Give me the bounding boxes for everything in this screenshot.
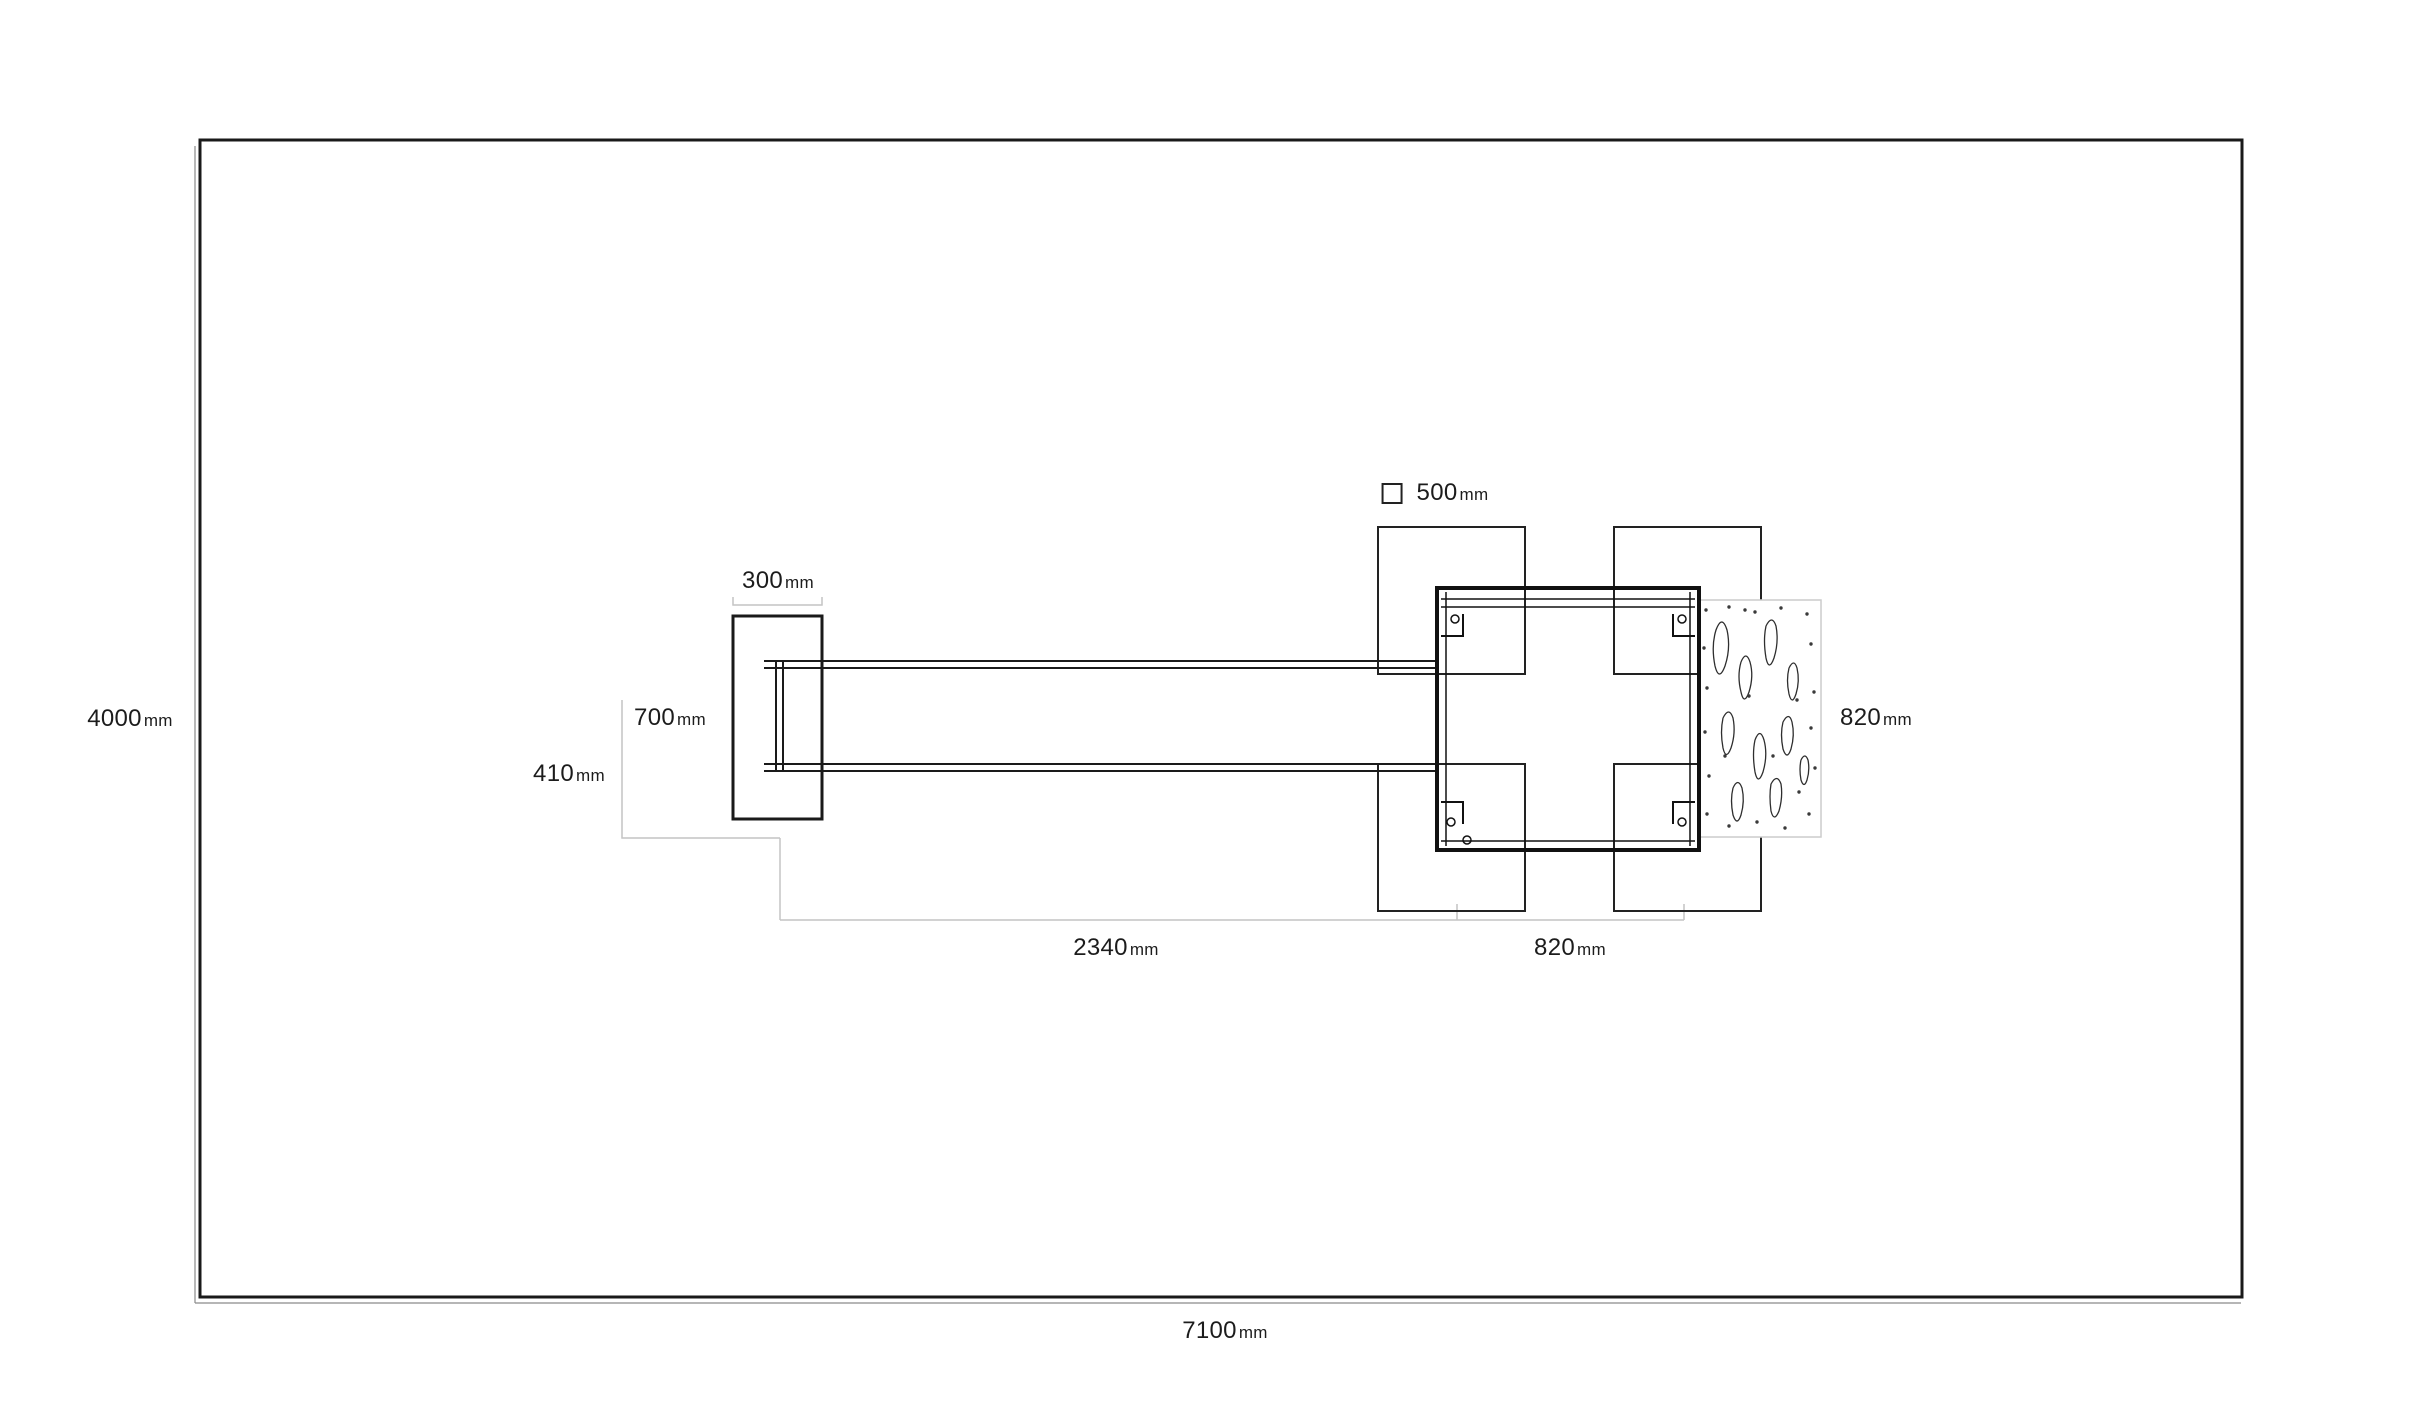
dim-value: 4000 [87,705,142,732]
dim-bracket-300 [732,597,823,606]
grain-dots [1702,605,1817,830]
base-frame-outline [1435,586,1701,852]
dim-value: 300 [742,567,784,594]
rails [764,660,1437,772]
base-frame-corner-brackets [1441,614,1695,824]
support-pads [1377,526,1762,912]
left-anchor-block [731,614,824,821]
base-frame [1435,586,1701,852]
dim-unit: mm [677,710,706,729]
dim-unit: mm [143,711,173,730]
dim-value: 820 [1534,934,1576,961]
dim-value: 500 [1416,479,1458,506]
dim-value: 820 [1840,704,1882,731]
dim-unit: mm [1238,1323,1268,1342]
texture-panel [1698,599,1822,838]
support-pad-bottom-left [1377,763,1526,912]
dim-value: 2340 [1073,934,1128,961]
rail-end-connector [775,661,784,771]
rail-bottom [764,763,1437,772]
wood-grain [1712,619,1810,822]
dim-value: 410 [533,760,575,787]
base-frame-bolt-holes [1446,614,1687,845]
dim-unit: mm [1883,710,1912,729]
dim-unit: mm [1459,485,1489,504]
support-pad-top-left [1377,526,1526,675]
base-frame-inner-lines [1441,592,1695,846]
dim-unit: mm [1129,940,1159,959]
dim-unit: mm [785,573,814,592]
dim-unit: mm [1577,940,1606,959]
room-outline [194,138,2244,1304]
dim-value: 7100 [1182,1317,1237,1344]
dim-bracket-700-410 [621,700,780,839]
dim-unit: mm [576,766,605,785]
rail-top [764,660,1437,669]
square-icon [1381,482,1403,504]
dim-value: 700 [634,704,676,731]
